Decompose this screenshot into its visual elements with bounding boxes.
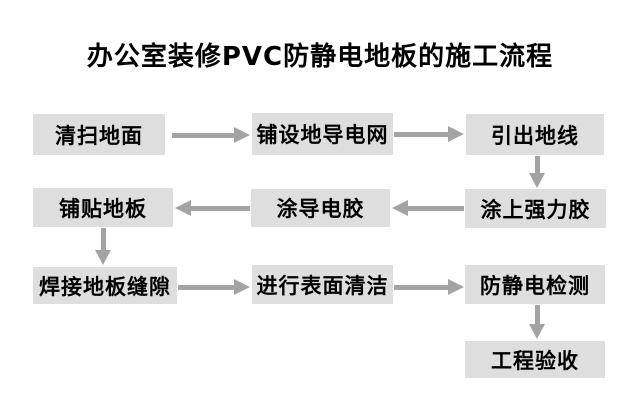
flow-step-surface-cleaning: 进行表面清洁 [252,265,393,304]
arrow-shaft [190,205,250,211]
flow-step-apply-strong-glue: 涂上强力胶 [465,189,606,228]
flow-step-lead-out-ground-wire: 引出地线 [466,114,604,155]
arrow-head-icon [448,279,464,295]
arrow-head-icon [392,200,408,216]
flow-step-lay-conductive-grid: 铺设地导电网 [252,113,393,155]
arrow-shaft [394,284,449,290]
flow-step-antistatic-test: 防静电检测 [465,265,605,304]
arrow-test-to-acceptance-icon [529,305,545,339]
flow-step-project-acceptance: 工程验收 [465,341,605,378]
arrow-conductiveglue-to-layfloor-icon [175,200,250,216]
flow-step-weld-floor-seams: 焊接地板缝隙 [33,267,177,304]
arrow-shaft [100,228,106,251]
arrow-shaft [172,132,235,138]
flow-step-lay-floor-tiles: 铺贴地板 [33,188,173,227]
arrow-grid-to-groundwire-icon [394,126,464,142]
arrow-layfloor-to-weld-icon [95,228,111,265]
arrow-head-icon [448,126,464,142]
arrow-head-icon [95,250,111,265]
arrow-shaft [178,284,235,290]
arrow-shaft [394,131,449,137]
arrow-head-icon [234,127,250,143]
arrow-head-icon [529,173,545,188]
arrow-head-icon [175,200,191,216]
arrow-head-icon [529,324,545,339]
arrow-cleaning-to-test-icon [394,279,464,295]
arrow-clean-to-grid-icon [172,127,250,143]
flow-step-apply-conductive-glue: 涂导电胶 [251,189,390,227]
page-title: 办公室装修PVC防静电地板的施工流程 [86,42,554,72]
arrow-shaft [534,156,540,174]
arrow-groundwire-to-glue-icon [529,156,545,188]
arrow-shaft [534,305,540,325]
arrow-shaft [407,205,464,211]
arrow-head-icon [234,279,250,295]
flow-step-clean-floor: 清扫地面 [33,114,165,155]
arrow-weld-to-cleaning-icon [178,279,250,295]
arrow-strongglue-to-conductiveglue-icon [392,200,464,216]
